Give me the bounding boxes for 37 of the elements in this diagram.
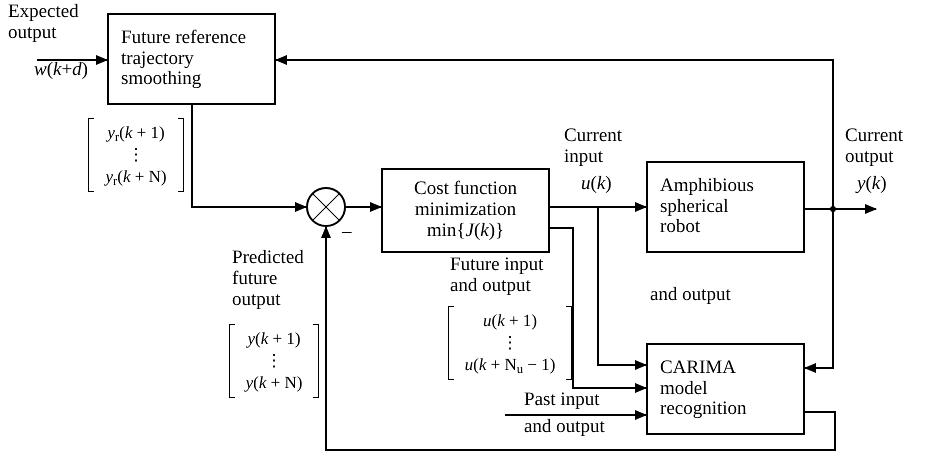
arrow <box>346 202 382 212</box>
process-box <box>646 161 805 253</box>
box-text: CARIMA model recognition <box>660 358 748 420</box>
signal-label: Expected output <box>8 2 80 44</box>
arrow <box>505 410 647 420</box>
matrix-entry: ⋮ <box>266 350 282 372</box>
arrow <box>37 55 108 65</box>
process-box <box>107 13 276 105</box>
edge-label: y(k) <box>857 174 887 195</box>
arrow <box>550 206 647 370</box>
summing-junction <box>306 187 346 227</box>
matrix-entry: u(k + N$_{u}$ − 1) <box>464 354 556 376</box>
signal-label: Current output <box>845 126 904 168</box>
signal-label: and output <box>650 285 732 306</box>
matrix-entry: y$_{r}$(k + 1) <box>107 122 165 144</box>
matrix-entry: y(k + 1) <box>247 328 300 350</box>
signal-label: Future input and output <box>450 255 544 297</box>
box-text: min{J(k)} <box>426 220 504 242</box>
process-box <box>381 168 550 253</box>
matrix-entry: y(k + N) <box>246 372 302 394</box>
signal-label: Current input <box>564 126 624 168</box>
box-text: Future reference trajectory smoothing <box>121 28 248 90</box>
signal-label: Past input <box>524 390 600 411</box>
process-box <box>646 343 805 435</box>
matrix-entry: ⋮ <box>502 332 518 354</box>
minus-sign: – <box>342 222 352 243</box>
arrow <box>191 105 307 212</box>
signal-label: Predicted future output <box>232 248 305 311</box>
edge-label: w(k+d) <box>34 60 88 81</box>
signal-label: and output <box>524 417 606 438</box>
matrix-entry: ⋮ <box>128 144 144 166</box>
matrix-entry: y$_{r}$(k + N) <box>105 166 167 188</box>
matrix-entry: u(k + 1) <box>483 310 537 332</box>
box-text: Amphibious spherical robot <box>660 176 755 238</box>
arrow <box>321 226 836 451</box>
edge-label: u(k) <box>581 174 612 195</box>
arrow <box>550 227 647 393</box>
